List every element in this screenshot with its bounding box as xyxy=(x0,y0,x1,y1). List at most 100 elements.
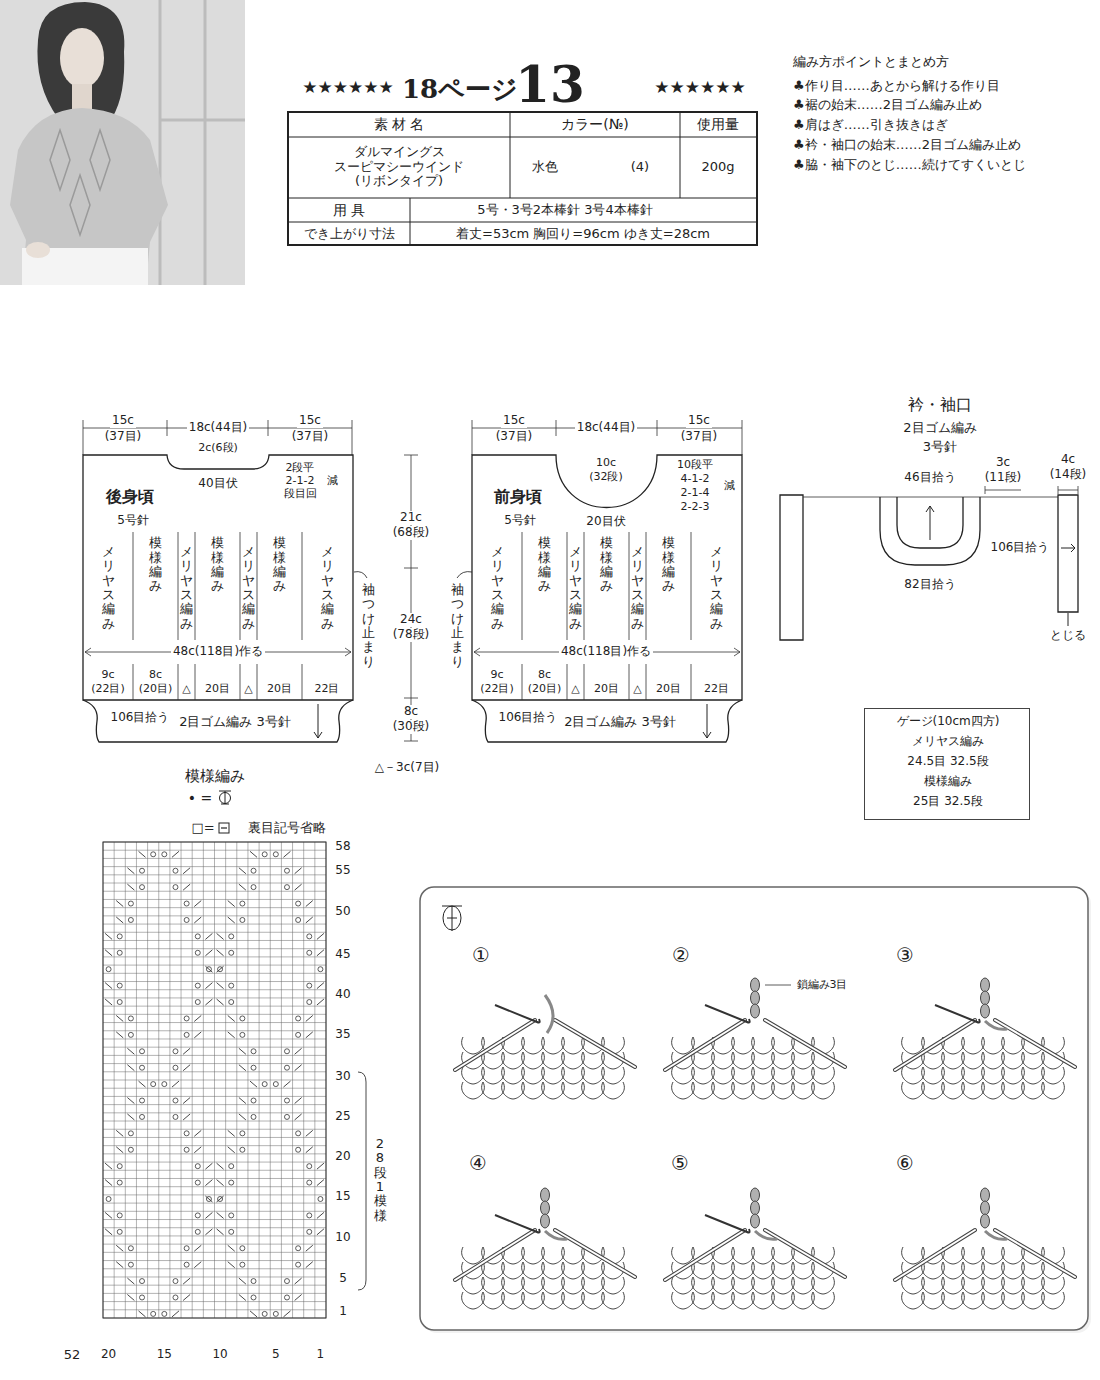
chart-symbol xyxy=(195,983,200,988)
stitch-count: △ xyxy=(244,683,252,696)
chart-symbol xyxy=(251,1049,256,1054)
chart-symbol xyxy=(140,1279,145,1284)
dimension-line xyxy=(404,455,418,741)
illustration-frame xyxy=(420,887,1088,1330)
table-cell: 200g xyxy=(701,160,734,175)
dimension: 8c xyxy=(402,705,420,719)
column-label: メリヤス編み xyxy=(321,545,334,631)
chart-symbol xyxy=(240,1131,245,1136)
chart-symbol xyxy=(117,934,122,939)
crochet-chain xyxy=(751,1188,760,1202)
row-number: 15 xyxy=(335,1190,350,1204)
chart-symbol xyxy=(240,1246,245,1251)
knitting-needle xyxy=(455,1230,635,1280)
chart-symbol xyxy=(251,1114,256,1119)
row-number: 25 xyxy=(335,1110,350,1124)
marker-note: 袖つけ止まり xyxy=(451,583,464,669)
chart-symbol xyxy=(307,934,312,939)
chart-symbol xyxy=(128,1016,133,1021)
chart-symbol xyxy=(117,1180,122,1185)
dimension: 18c(44目) xyxy=(575,421,638,435)
chart-symbol xyxy=(151,852,156,857)
chart-symbol xyxy=(184,1131,189,1136)
direction-arrow xyxy=(926,506,934,540)
stitch-count: 9c xyxy=(490,669,503,682)
row-number: 45 xyxy=(335,948,350,962)
chart-symbol xyxy=(195,934,200,939)
chart-symbol xyxy=(229,950,234,955)
chart-grid xyxy=(103,842,326,1318)
chart-symbol xyxy=(140,1049,145,1054)
stitch-count: △ xyxy=(633,683,641,696)
chart-symbol xyxy=(128,1147,133,1152)
band-piece xyxy=(1058,495,1078,612)
chart-symbol xyxy=(128,917,133,922)
chart-symbol xyxy=(128,1131,133,1136)
dimension: (37目) xyxy=(494,430,535,444)
node-text: 5号針 xyxy=(117,514,149,528)
chart-symbol xyxy=(251,1295,256,1300)
column-label: 模様編み xyxy=(211,536,224,593)
photo-neck xyxy=(72,84,92,110)
dimension: (14段) xyxy=(1050,468,1087,482)
chart-symbol xyxy=(128,901,133,906)
yarn-strand xyxy=(985,1021,1007,1029)
node-text: メリヤス編み xyxy=(912,735,984,749)
shaping-note: 40目伏 xyxy=(198,477,237,491)
crochet-chain xyxy=(981,991,990,1005)
page-number: 52 xyxy=(64,1348,81,1363)
note-line: ♣肩はぎ……引き抜きはぎ xyxy=(793,118,948,133)
chart-symbol xyxy=(195,950,200,955)
chart-symbol xyxy=(251,1065,256,1070)
photo-lace xyxy=(50,130,110,235)
chart-symbol xyxy=(307,950,312,955)
marker-note: 袖つけ止まり xyxy=(362,583,375,669)
photo-face xyxy=(60,28,104,88)
column-label: メリヤス編み xyxy=(491,545,504,631)
chart-symbol xyxy=(184,1262,189,1267)
shaping-note: 2-1-4 xyxy=(681,487,710,500)
knitting-needle xyxy=(895,1230,1075,1280)
yarn-strand xyxy=(545,1231,567,1239)
chart-symbol xyxy=(251,1098,256,1103)
stitch-count: (20目) xyxy=(139,683,173,696)
shaping-note: 2-2-3 xyxy=(681,501,710,514)
dimension: (30段) xyxy=(391,720,432,734)
stitch-symbol xyxy=(219,791,231,804)
chart-symbol xyxy=(318,967,323,972)
crochet-chain xyxy=(751,1004,760,1018)
dimension-line xyxy=(985,486,1078,494)
chart-symbol xyxy=(229,1000,234,1005)
chart-symbol xyxy=(162,852,167,857)
chart-symbol xyxy=(117,1229,122,1234)
chart-symbol xyxy=(140,1065,145,1070)
column-label: メリヤス編み xyxy=(569,545,582,631)
dimension: (78段) xyxy=(391,628,432,642)
column-number: 20 xyxy=(101,1348,116,1362)
stitch-count: 22目 xyxy=(315,683,340,696)
chart-symbol xyxy=(296,917,301,922)
column-label: 模様編み xyxy=(538,536,551,593)
note-heading: 編み方ポイントとまとめ方 xyxy=(793,55,949,70)
step-number: ⑤ xyxy=(671,1152,689,1175)
dimension: 10c xyxy=(596,457,616,470)
knitting-needle xyxy=(895,1020,1075,1070)
chart-symbol xyxy=(173,1295,178,1300)
chart-symbol xyxy=(262,852,267,857)
chart-heading: 模様編み xyxy=(185,768,245,785)
dimension: 2c(6段) xyxy=(198,442,238,455)
crochet-hook xyxy=(495,1005,540,1023)
chart-symbol xyxy=(140,1114,145,1119)
stitch-count: 20目 xyxy=(594,683,619,696)
chart-symbol xyxy=(284,885,289,890)
chart-symbol xyxy=(184,1246,189,1251)
table-cell: 素 材 名 xyxy=(374,116,425,132)
node-text: 106目拾う xyxy=(499,711,558,725)
finish-note: とじる xyxy=(1050,629,1086,643)
shaping-note: 10段平 xyxy=(677,459,713,472)
chart-symbol xyxy=(240,917,245,922)
chart-symbol xyxy=(262,1082,267,1087)
stitch-count: 8c xyxy=(538,669,551,682)
pattern-number: 13 xyxy=(515,56,585,114)
repeat-bracket xyxy=(358,1072,366,1290)
